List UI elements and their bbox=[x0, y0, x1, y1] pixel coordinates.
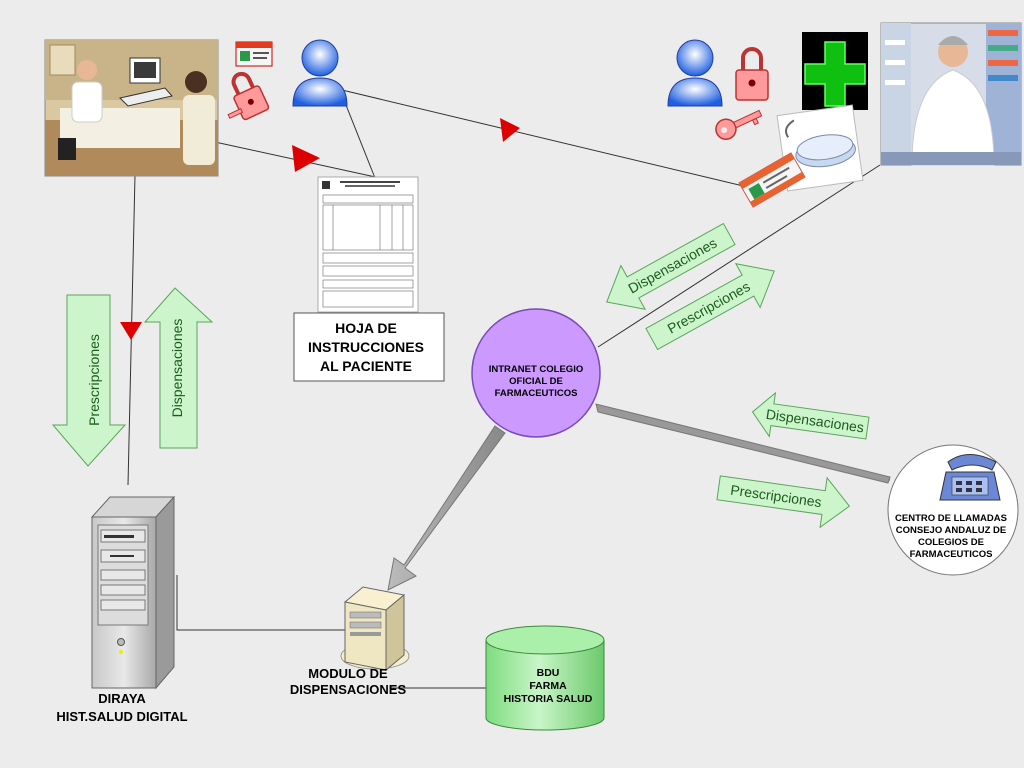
intranet-label-line3: FARMACEUTICOS bbox=[495, 388, 578, 399]
red-marker-top-right bbox=[500, 118, 520, 142]
diraya-label-line2: HIST.SALUD DIGITAL bbox=[56, 709, 187, 724]
gray-flow-arrow bbox=[387, 403, 891, 591]
telephone-icon bbox=[939, 454, 1001, 501]
intranet-node: INTRANET COLEGIO OFICIAL DE FARMACEUTICO… bbox=[471, 308, 601, 438]
centro-label-line1: CENTRO DE LLAMADAS bbox=[895, 513, 1007, 524]
prescription-form-icon bbox=[317, 176, 419, 313]
modulo-label-line2: DISPENSACIONES bbox=[290, 682, 407, 697]
centro-llamadas-node: CENTRO DE LLAMADAS CONSEJO ANDALUZ DE CO… bbox=[887, 444, 1019, 576]
server-icon bbox=[340, 586, 410, 672]
red-marker-left bbox=[120, 322, 142, 340]
flow-label-left-down: Prescripciones bbox=[86, 334, 102, 426]
key-icon bbox=[715, 109, 763, 140]
tower-computer-icon bbox=[90, 495, 176, 690]
centro-label-line3: COLEGIOS DE bbox=[918, 537, 984, 548]
centro-label-line2: CONSEJO ANDALUZ DE bbox=[896, 525, 1007, 536]
flow-arrow-right-right: Prescripciones bbox=[716, 475, 851, 529]
diraya-label-line1: DIRAYA bbox=[98, 691, 146, 706]
bdu-label-line1: BDU bbox=[537, 667, 560, 679]
hoja-label-line3: AL PACIENTE bbox=[320, 358, 412, 374]
doctor-office-photo bbox=[44, 39, 219, 177]
flow-direction-markers bbox=[120, 118, 520, 340]
id-card-icon-pharmacy bbox=[738, 152, 806, 208]
hoja-instrucciones-box: HOJA DE INSTRUCCIONES AL PACIENTE bbox=[293, 312, 445, 382]
intranet-label-line2: OFICIAL DE bbox=[509, 376, 563, 387]
flow-label-top-right: Prescripciones bbox=[665, 278, 753, 337]
pharmacist-photo bbox=[880, 22, 1022, 166]
id-card-icon bbox=[235, 41, 273, 67]
user-icon bbox=[292, 39, 348, 107]
hoja-label-line1: HOJA DE bbox=[335, 320, 397, 336]
padlock-icon bbox=[227, 71, 270, 121]
bdu-label-line2: FARMA bbox=[529, 680, 567, 692]
flow-label-left-up: Dispensaciones bbox=[169, 319, 185, 418]
bdu-label-line3: HISTORIA SALUD bbox=[504, 693, 593, 705]
user-icon-pharmacy bbox=[667, 39, 723, 107]
pharmacy-cross-icon bbox=[802, 32, 868, 110]
intranet-label-line1: INTRANET COLEGIO bbox=[489, 364, 583, 375]
database-icon: BDU FARMA HISTORIA SALUD bbox=[485, 625, 605, 731]
diraya-label: DIRAYA HIST.SALUD DIGITAL bbox=[56, 691, 187, 724]
padlock-icon-pharmacy bbox=[735, 47, 769, 101]
modulo-label: MODULO DE DISPENSACIONES bbox=[290, 666, 407, 697]
centro-label-line4: FARMACEUTICOS bbox=[910, 549, 993, 560]
flow-arrow-left-up: Dispensaciones bbox=[143, 287, 214, 449]
hoja-label-line2: INSTRUCCIONES bbox=[308, 339, 424, 355]
red-marker-top bbox=[292, 145, 320, 172]
modulo-label-line1: MODULO DE bbox=[308, 666, 388, 681]
flow-label-top-left: Dispensaciones bbox=[625, 235, 719, 297]
flow-arrow-left-down: Prescripciones bbox=[51, 294, 127, 467]
flow-arrow-right-left: Dispensaciones bbox=[751, 391, 870, 440]
